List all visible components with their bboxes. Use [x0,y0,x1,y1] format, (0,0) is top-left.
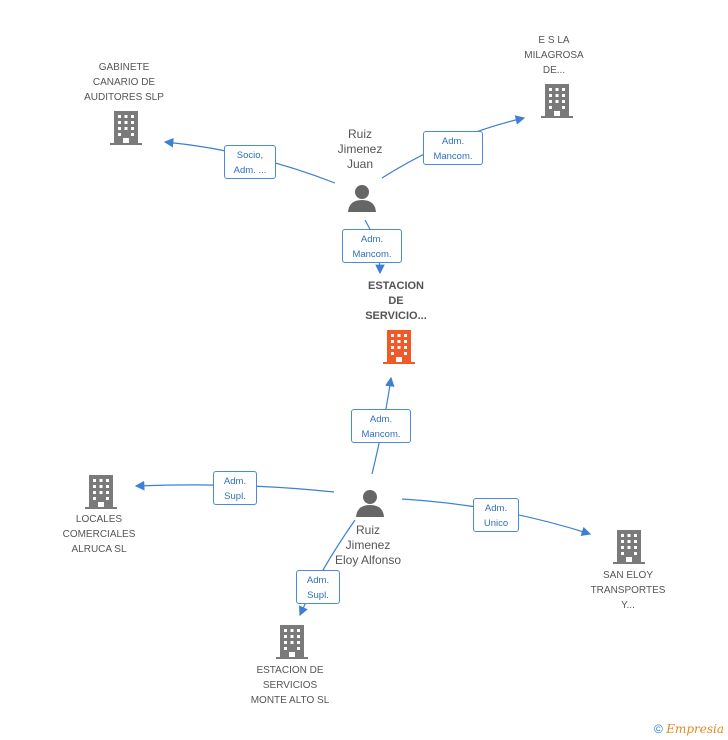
edge-eloy-monte [299,519,356,617]
edge-label-juan-gabinete[interactable]: Socio, Adm. ... [224,145,276,179]
node-label-locales[interactable]: LOCALES COMERCIALES ALRUCA SL [62,514,136,555]
node-label-monte[interactable]: ESTACION DE SERVICIOS MONTE ALTO SL [250,665,330,706]
edge-label-eloy-locales[interactable]: Adm. Supl. [213,471,257,505]
node-label-milagrosa[interactable]: E S LA MILAGROSA DE... [524,35,584,76]
node-label-focus[interactable]: ESTACION DE SERVICIO... [365,280,427,322]
brand-name: Empresia [666,722,724,736]
building-icon[interactable] [613,530,645,569]
node-label-gabinete[interactable]: GABINETE CANARIO DE AUDITORES SLP [84,62,164,103]
edge-label-eloy-saneloy[interactable]: Adm. Unico [473,498,519,532]
person-icon[interactable] [355,488,385,523]
edge-label-eloy-focus[interactable]: Adm. Mancom. [351,409,411,443]
edge-label-juan-focus[interactable]: Adm. Mancom. [342,229,402,263]
edge-label-juan-milagrosa[interactable]: Adm. Mancom. [423,131,483,165]
footer-brand: © Empresia [654,722,724,736]
building-icon[interactable] [541,84,573,123]
building-icon[interactable] [383,330,415,369]
building-icon[interactable] [110,111,142,150]
building-icon[interactable] [276,625,308,664]
person-icon[interactable] [347,183,377,218]
building-icon[interactable] [85,475,117,514]
node-label-ruiz-juan[interactable]: Ruiz Jimenez Juan [337,127,383,171]
node-label-ruiz-eloy[interactable]: Ruiz Jimenez Eloy Alfonso [334,523,402,567]
copyright-icon: © [654,722,663,736]
node-label-saneloy[interactable]: SAN ELOY TRANSPORTES Y... [590,570,666,611]
edge-label-eloy-monte[interactable]: Adm. Supl. [296,570,340,604]
